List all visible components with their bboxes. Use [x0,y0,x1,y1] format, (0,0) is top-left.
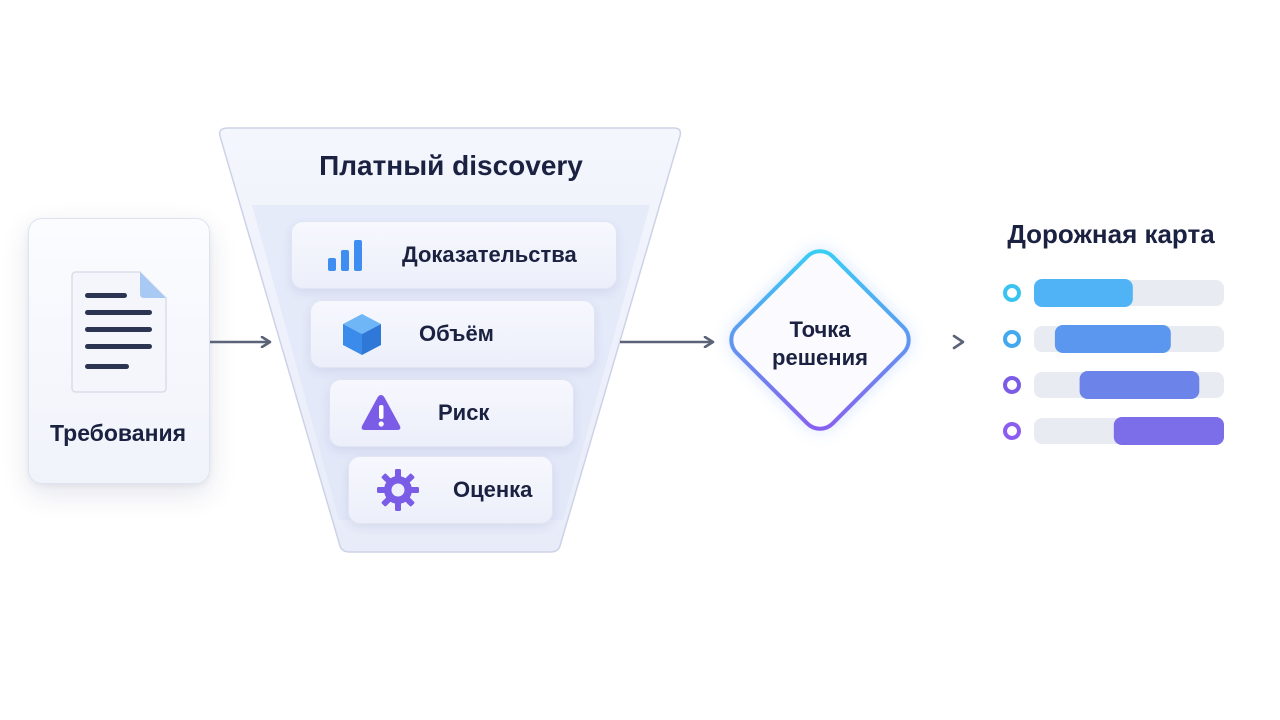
funnel-step-evidence: Доказательства [291,221,617,289]
funnel-step-label: Объём [419,321,494,346]
roadmap-node [1003,284,1021,302]
document-icon [71,271,167,393]
roadmap-node [1003,330,1021,348]
roadmap-bar [1079,371,1200,399]
funnel-step-label: Оценка [453,477,533,502]
decision-label-line2: решения [772,345,868,370]
roadmap-bar [1054,325,1171,353]
roadmap-rows [1003,279,1224,445]
roadmap-bar [1113,417,1224,445]
cube-icon [343,314,381,355]
decision-label-line1: Точка [789,317,851,342]
funnel-step-label: Риск [438,400,490,425]
roadmap-bar [1034,279,1133,307]
funnel-step-estimate: Оценка [348,456,553,524]
funnel-step-scope: Объём [310,300,595,368]
funnel-title: Платный discovery [319,150,583,181]
gear-icon [377,469,419,511]
arrow-decision-to-roadmap-head [952,334,965,350]
requirements-label: Требования [49,420,187,446]
decision-diamond [729,249,911,431]
warning-icon [361,395,401,430]
funnel-step-risk: Риск [329,379,574,447]
bar-chart-icon [328,240,362,271]
funnel-step-label: Доказательства [402,242,577,267]
roadmap-title: Дорожная карта [1007,219,1215,249]
decision-label: Точка решения [740,316,900,372]
roadmap-node [1003,422,1021,440]
roadmap-node [1003,376,1021,394]
